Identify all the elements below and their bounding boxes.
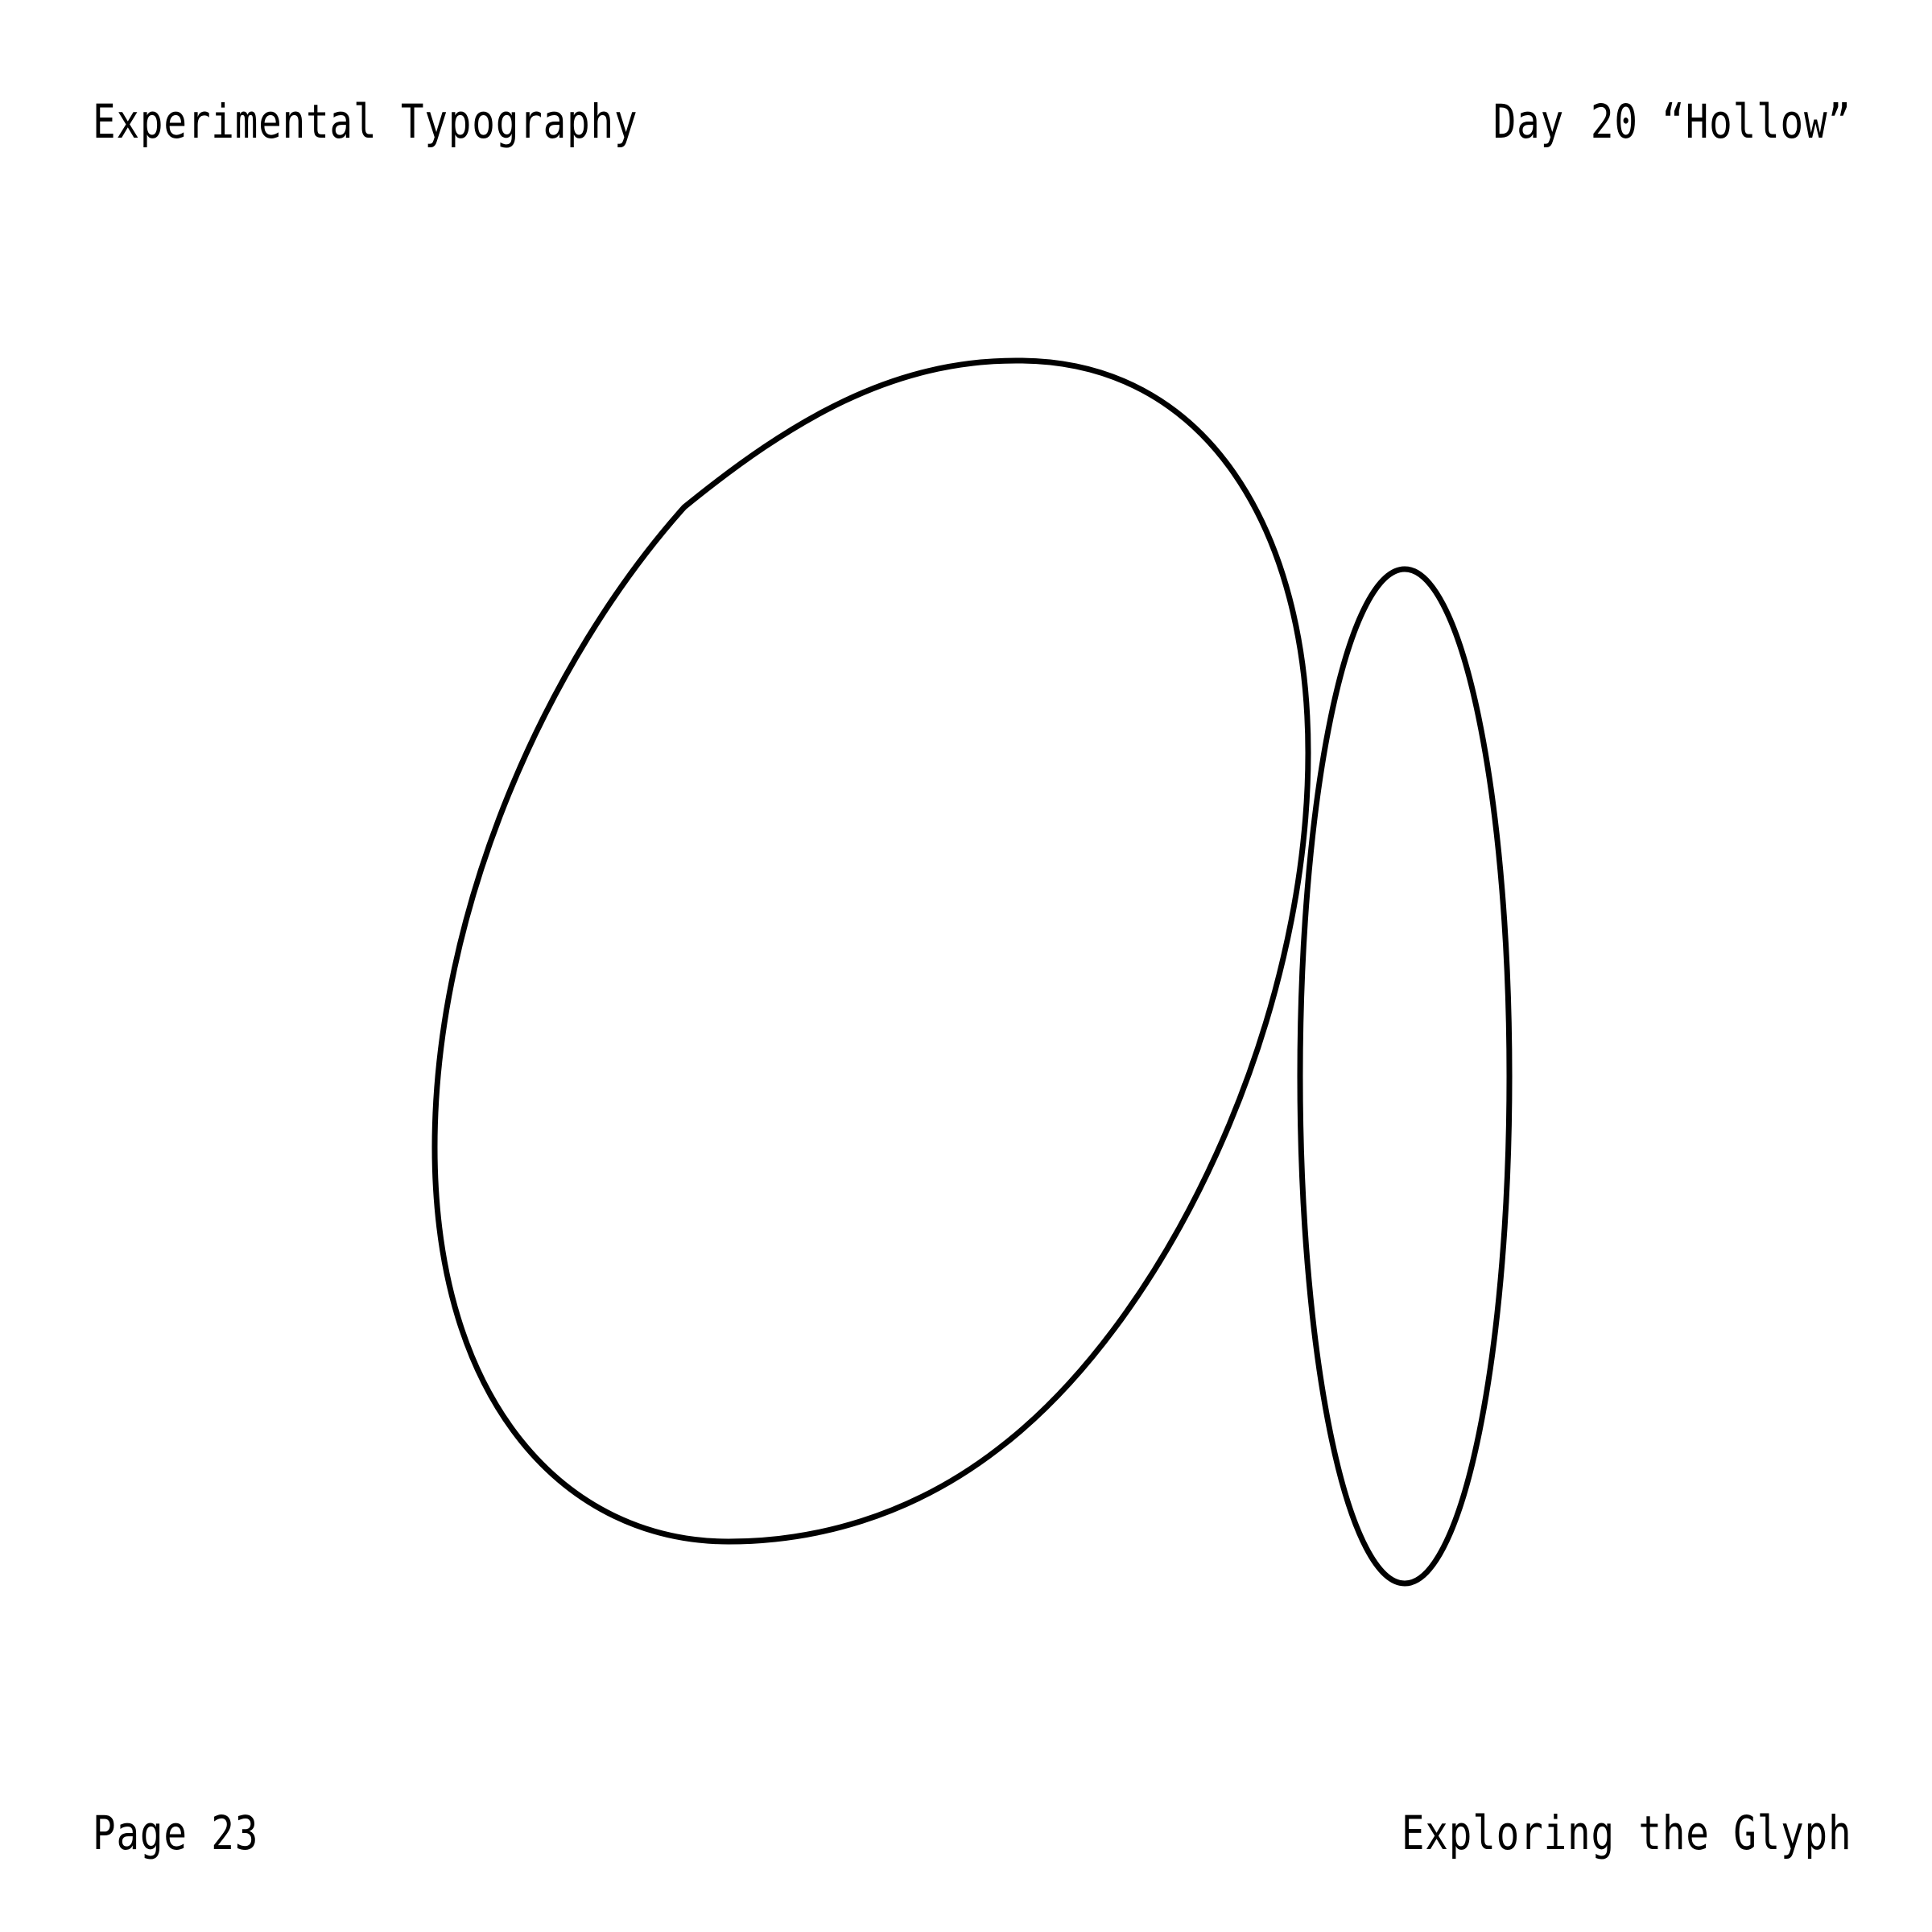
page-number: Page 23: [93, 1806, 259, 1860]
glyph-name: “Hollow”: [1662, 94, 1852, 149]
small-hollow-oval: [1297, 566, 1513, 1587]
day-label: Day: [1492, 94, 1565, 149]
large-hollow-oval: [431, 357, 1311, 1545]
series-title: Experimental Typography: [93, 94, 638, 149]
day-number: 20: [1590, 94, 1638, 149]
footer-subtitle: Exploring the Glyph: [1401, 1806, 1852, 1860]
